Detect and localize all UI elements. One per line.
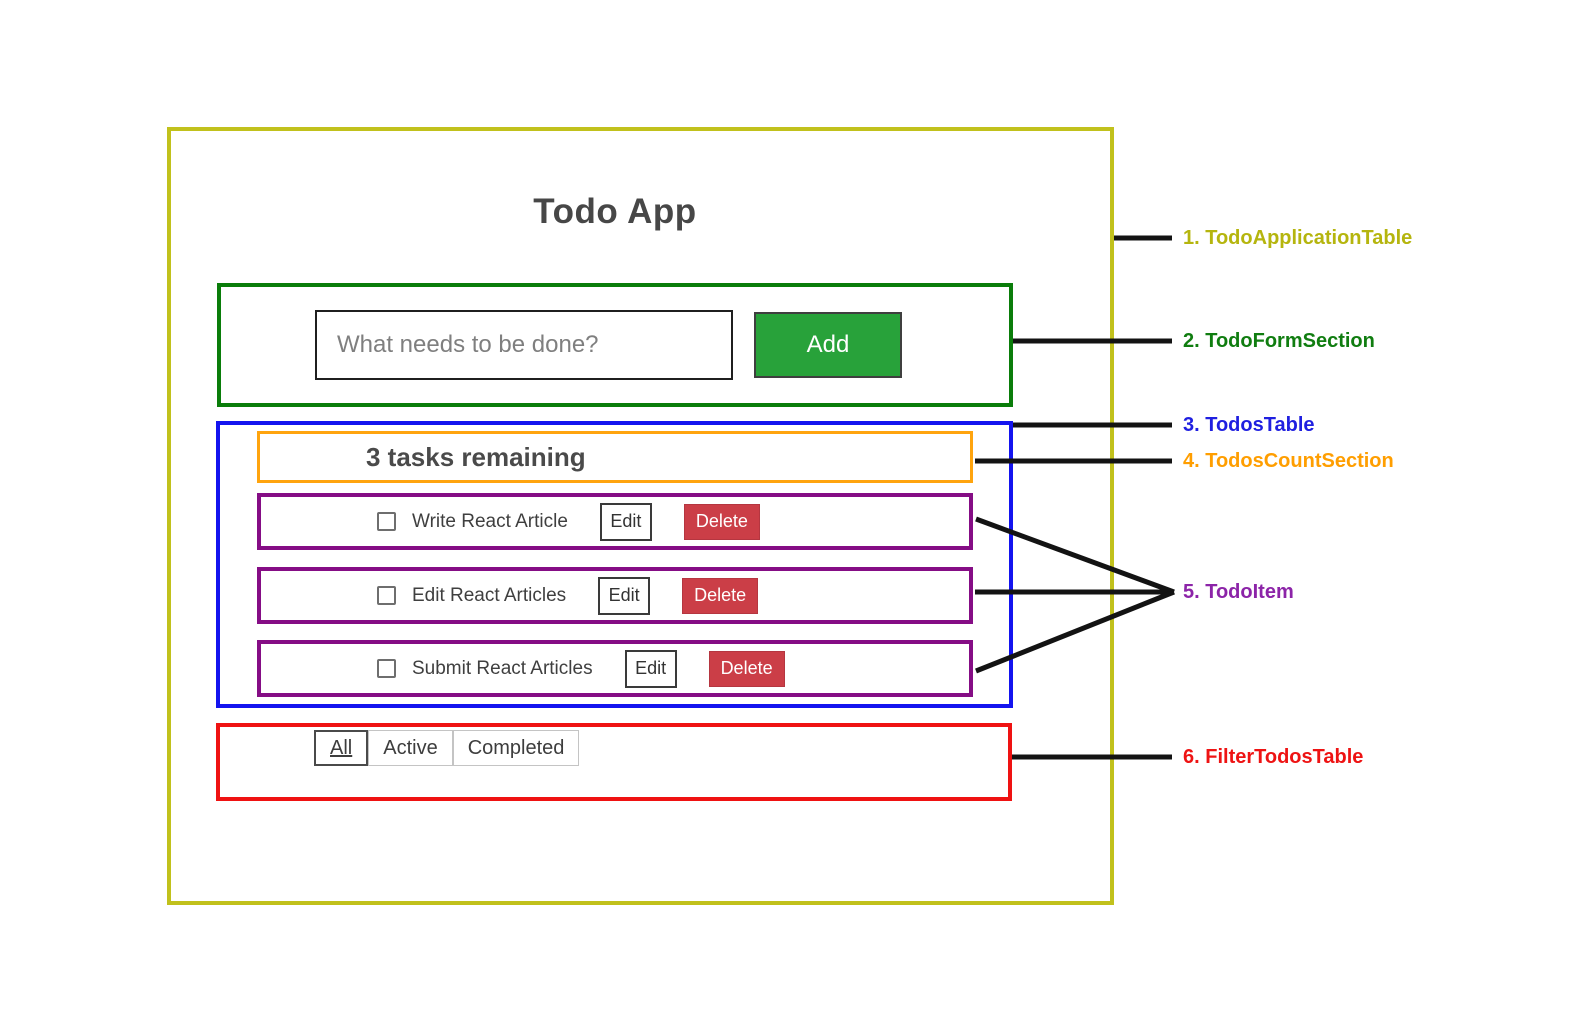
todo-checkbox[interactable] xyxy=(377,512,396,531)
todo-checkbox[interactable] xyxy=(377,586,396,605)
filter-button-group: All Active Completed xyxy=(314,730,580,766)
delete-button[interactable]: Delete xyxy=(708,650,785,687)
filter-all-button[interactable]: All xyxy=(314,730,369,766)
filter-todos-table: All Active Completed xyxy=(216,723,1012,801)
page-title: Todo App xyxy=(533,192,697,231)
todo-label: Write React Article xyxy=(412,510,568,532)
todo-checkbox[interactable] xyxy=(377,659,396,678)
filter-active-button[interactable]: Active xyxy=(368,730,453,766)
add-button[interactable]: Add xyxy=(754,312,902,378)
todo-label: Edit React Articles xyxy=(412,584,567,606)
filter-completed-button[interactable]: Completed xyxy=(452,730,580,766)
todo-item: Edit React Articles Edit Delete xyxy=(257,567,973,624)
annotation-todo-application-table: 1. TodoApplicationTable xyxy=(1183,227,1413,249)
annotation-todo-form-section: 2. TodoFormSection xyxy=(1183,330,1375,352)
delete-button[interactable]: Delete xyxy=(682,577,759,614)
edit-button[interactable]: Edit xyxy=(624,649,677,688)
annotation-todos-table: 3. TodosTable xyxy=(1183,414,1315,436)
annotation-todos-count-section: 4. TodosCountSection xyxy=(1183,450,1394,472)
todo-label: Submit React Articles xyxy=(412,657,593,679)
annotation-filter-todos-table: 6. FilterTodosTable xyxy=(1183,746,1364,768)
tasks-remaining-text: 3 tasks remaining xyxy=(366,441,586,472)
todos-count-section: 3 tasks remaining xyxy=(257,431,973,483)
delete-button[interactable]: Delete xyxy=(683,503,760,540)
edit-button[interactable]: Edit xyxy=(599,502,652,541)
new-todo-input[interactable] xyxy=(315,310,733,380)
edit-button[interactable]: Edit xyxy=(598,576,651,615)
todo-form-section: Add xyxy=(217,283,1013,407)
annotation-todo-item: 5. TodoItem xyxy=(1183,581,1294,603)
todo-item: Submit React Articles Edit Delete xyxy=(257,640,973,697)
todo-application-box xyxy=(167,127,1114,905)
todo-item: Write React Article Edit Delete xyxy=(257,493,973,550)
